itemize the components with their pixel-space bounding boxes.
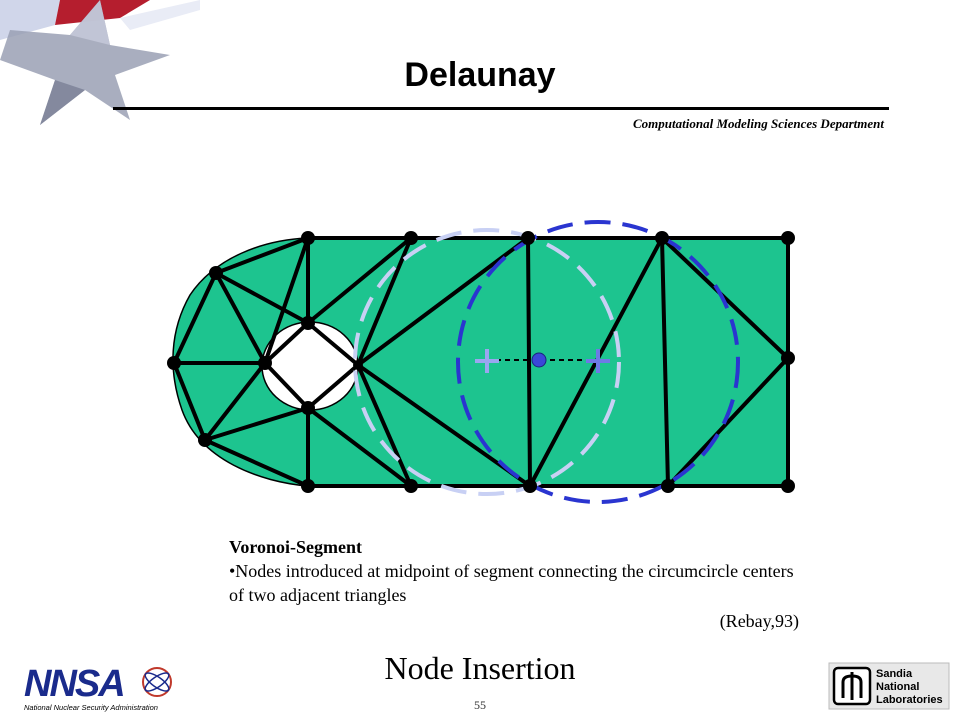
department-label: Computational Modeling Sciences Departme…	[633, 116, 884, 131]
title-divider	[113, 107, 889, 110]
nnsa-logo-caption: National Nuclear Security Administration	[24, 703, 158, 712]
sandia-logo-line1: Sandia	[876, 668, 913, 680]
slide-title: Delaunay	[404, 56, 556, 94]
circumcircle-dark	[456, 220, 740, 504]
circumcenter-marker-right	[586, 349, 610, 373]
circumcircle-light	[353, 228, 621, 496]
decorative-star-banner-icon	[0, 0, 200, 125]
sandia-logo-icon: Sandia National Laboratories	[828, 662, 950, 710]
sandia-logo-line2: National	[876, 681, 919, 693]
svg-text:NNSA: NNSA	[24, 663, 124, 705]
mesh-nodes	[167, 231, 795, 493]
inserted-node	[531, 352, 547, 368]
nnsa-logo-icon: NNSA National Nuclear Security Administr…	[24, 663, 172, 712]
sandia-logo-line3: Laboratories	[876, 694, 943, 706]
citation: (Rebay,93)	[719, 611, 799, 631]
description-heading: Voronoi-Segment	[229, 537, 363, 557]
slide-subtitle: Node Insertion	[384, 650, 576, 686]
description-bullet: •Nodes introduced at midpoint of segment…	[229, 561, 794, 605]
description-block: Voronoi-Segment •Nodes introduced at mid…	[229, 535, 799, 633]
mesh-edges	[172, 236, 790, 488]
page-number: 55	[474, 698, 486, 712]
circumcenter-marker-left	[475, 349, 499, 373]
